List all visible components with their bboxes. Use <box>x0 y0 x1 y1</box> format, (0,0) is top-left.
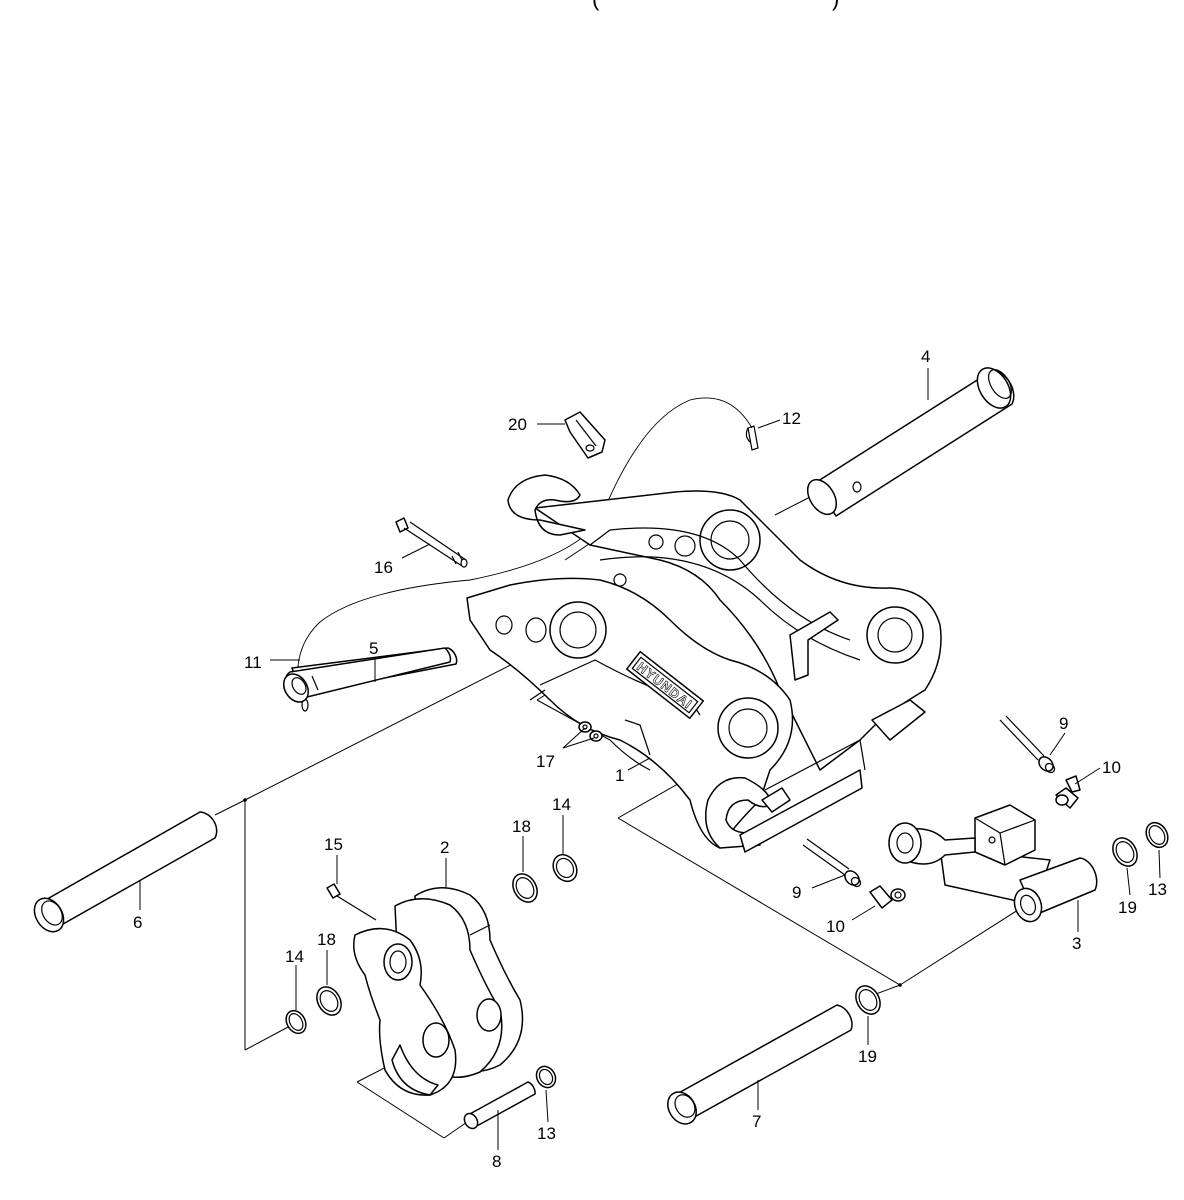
callout-7: 7 <box>752 1112 761 1131</box>
part-7-pin <box>667 1004 853 1125</box>
part-20-clip <box>564 411 606 459</box>
part-15-grease-nipple <box>326 883 377 921</box>
part-17-nuts <box>578 721 603 742</box>
part-6-pin <box>33 811 218 933</box>
callout-13-bottom: 13 <box>537 1124 556 1143</box>
part-5-pin <box>282 647 458 703</box>
part-16-bolt <box>395 517 468 568</box>
callout-6: 6 <box>133 913 142 932</box>
part-10-fittings <box>869 775 1081 909</box>
callout-14-left: 14 <box>285 947 304 966</box>
callout-14-right: 14 <box>552 795 571 814</box>
callout-2: 2 <box>440 838 449 857</box>
callout-10-bottom: 10 <box>826 917 845 936</box>
callout-9-top: 9 <box>1059 714 1068 733</box>
callout-12: 12 <box>782 409 801 428</box>
part-8-pin <box>463 1081 536 1130</box>
rings <box>285 821 1169 1089</box>
callout-8: 8 <box>492 1152 501 1171</box>
callout-5: 5 <box>369 639 378 658</box>
part-4-pin <box>806 367 1015 517</box>
callout-17: 17 <box>536 752 555 771</box>
header-fragment-left: ( <box>592 0 599 12</box>
callout-16: 16 <box>374 558 393 577</box>
callout-20: 20 <box>508 415 527 434</box>
callout-18-right: 18 <box>512 817 531 836</box>
callout-1: 1 <box>615 766 624 785</box>
part-3-cylinder <box>888 804 1098 923</box>
part-2-latch <box>353 887 524 1096</box>
callout-11: 11 <box>244 653 262 672</box>
callout-9-bottom: 9 <box>792 883 801 902</box>
part-1-coupler-body: HYUNDAI <box>466 474 942 853</box>
callout-leaders <box>139 368 1161 1150</box>
callout-18-left: 18 <box>317 930 336 949</box>
callout-13-right: 13 <box>1148 880 1167 899</box>
callout-4: 4 <box>921 347 930 366</box>
part-12-clip <box>745 425 759 451</box>
header-fragment-right: ) <box>832 0 839 12</box>
callout-10-top: 10 <box>1102 758 1121 777</box>
callout-3: 3 <box>1072 934 1081 953</box>
callout-19-bottom: 19 <box>858 1047 877 1066</box>
callout-labels: 4 20 12 16 11 5 17 1 6 9 10 9 10 3 19 13… <box>133 347 1167 1171</box>
callout-15: 15 <box>324 835 343 854</box>
callout-19-right: 19 <box>1118 898 1137 917</box>
part-9-fittings <box>802 715 1056 888</box>
